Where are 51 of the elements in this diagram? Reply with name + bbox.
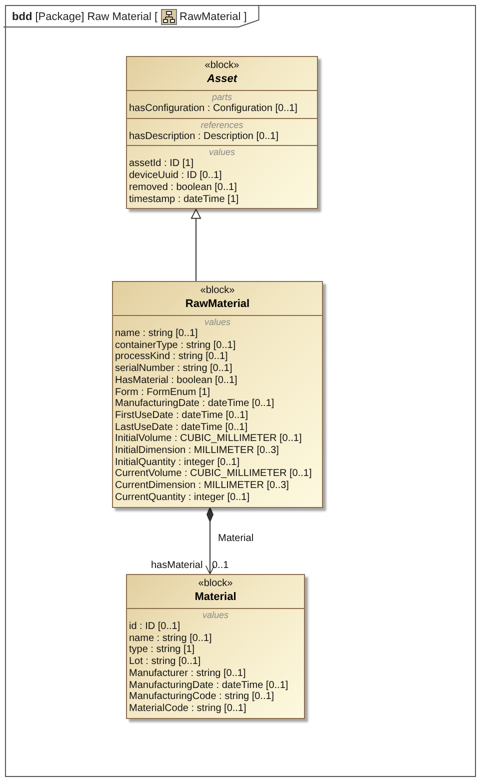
- generalization-arrow: [190, 208, 202, 282]
- property-text: ManufacturingDate : dateTime [0..1]: [129, 680, 290, 692]
- block-box: [126, 56, 318, 210]
- property-text: name : string [0..1]: [115, 328, 199, 340]
- property-text: InitialQuantity : integer [0..1]: [115, 456, 241, 468]
- frame-title: RawMaterial ]: [180, 10, 247, 22]
- property-text: processKind : string [0..1]: [115, 351, 229, 364]
- block-box: [112, 281, 323, 508]
- property-text: timestamp : dateTime [1]: [129, 194, 240, 206]
- property-text: removed : boolean [0..1]: [129, 182, 238, 194]
- property-text: ManufacturingCode : string [0..1]: [129, 691, 276, 703]
- frame-title: bdd [Package] Raw Material [: [12, 10, 158, 22]
- property-text: Lot : string [0..1]: [129, 656, 202, 668]
- property-text: Form : FormEnum [1]: [115, 386, 212, 398]
- compartment-heading: values: [201, 610, 230, 621]
- role-label: 0..1: [212, 560, 229, 571]
- property-text: serialNumber : string [0..1]: [115, 363, 234, 375]
- property-text: FirstUseDate : dateTime [0..1]: [115, 410, 250, 422]
- property-text: InitialVolume : CUBIC_MILLIMETER [0..1]: [115, 433, 303, 446]
- edge-label: Material: [218, 533, 254, 544]
- property-text: hasConfiguration : Configuration [0..1]: [129, 103, 298, 115]
- property-text: name : string [0..1]: [129, 632, 213, 644]
- property-text: CurrentQuantity : integer [0..1]: [115, 492, 251, 504]
- block-name: Material: [194, 590, 238, 605]
- stereotype-text: «block»: [204, 60, 240, 72]
- property-text: hasDescription : Description [0..1]: [129, 130, 280, 142]
- role-label: hasMaterial: [151, 560, 203, 571]
- property-text: assetId : ID [1]: [129, 158, 194, 170]
- block-name: Asset: [206, 72, 238, 87]
- property-text: CurrentVolume : CUBIC_MILLIMETER [0..1]: [115, 468, 313, 480]
- property-text: CurrentDimension : MILLIMETER [0..3]: [115, 480, 290, 492]
- compartment-heading: parts: [210, 92, 233, 103]
- compartment-heading: values: [208, 147, 236, 158]
- property-text: id : ID [0..1]: [129, 621, 182, 633]
- stereotype-text: «block»: [199, 285, 236, 297]
- property-text: ManufacturingDate : dateTime [0..1]: [115, 398, 276, 410]
- property-text: deviceUuid : ID [0..1]: [129, 170, 223, 182]
- property-text: type : string [1]: [129, 644, 196, 656]
- property-text: containerType : string [0..1]: [115, 340, 237, 352]
- property-text: MaterialCode : string [0..1]: [129, 702, 248, 715]
- compartment-heading: references: [200, 120, 244, 131]
- property-text: Manufacturer : string [0..1]: [129, 668, 247, 680]
- block-name: RawMaterial: [184, 297, 251, 312]
- property-text: HasMaterial : boolean [0..1]: [115, 374, 238, 387]
- association-arrow: [205, 507, 215, 574]
- compartment-heading: values: [203, 317, 232, 328]
- block-box: [126, 574, 305, 719]
- property-text: InitialDimension : MILLIMETER [0..3]: [115, 445, 280, 457]
- diagram-frame: [5, 5, 476, 777]
- property-text: LastUseDate : dateTime [0..1]: [115, 422, 248, 434]
- stereotype-text: «block»: [197, 578, 234, 590]
